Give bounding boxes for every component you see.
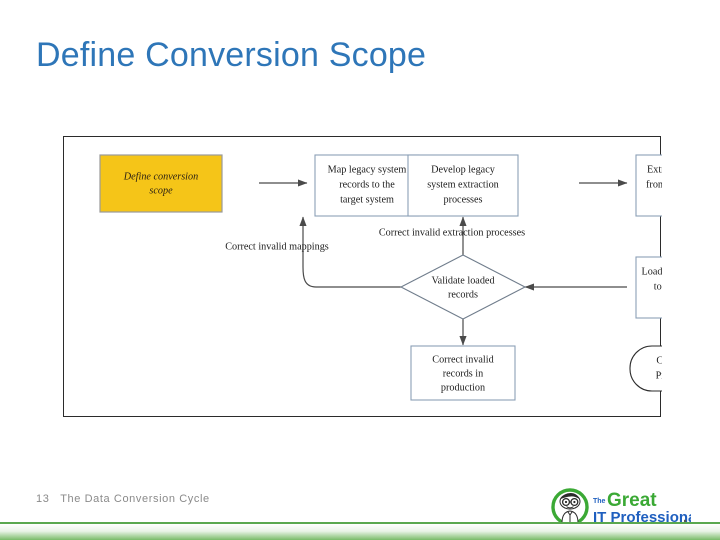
footer-divider-rule xyxy=(0,522,720,524)
node-correct-invalid-records-production-line-1: Correct invalid xyxy=(432,354,493,365)
logo-it-professional-text: IT Professional xyxy=(593,509,691,526)
node-develop-extraction-processes-line-1: Develop legacy xyxy=(431,164,496,175)
diagram-frame: Define conversion scope Map legacy syste… xyxy=(63,136,662,417)
node-define-conversion-scope-line-1: Define conversion xyxy=(123,171,198,182)
node-develop-extraction-processes-line-3: processes xyxy=(443,194,482,205)
node-develop-extraction-processes[interactable]: Develop legacy system extraction process… xyxy=(407,154,519,217)
node-validate-loaded-records-line-2: records xyxy=(448,289,478,300)
node-define-conversion-scope-line-2: scope xyxy=(149,185,173,196)
node-correct-invalid-records-production-line-3: production xyxy=(441,382,485,393)
node-correct-invalid-records-production-line-2: records in xyxy=(443,368,483,379)
logo-period: . xyxy=(683,509,687,526)
footer-gradient-band xyxy=(0,524,720,540)
node-load-data-records-line-2: to the target xyxy=(654,281,662,292)
node-map-legacy-records-line-1: Map legacy system xyxy=(328,164,407,175)
node-load-data-records[interactable]: Load data records to the target system xyxy=(635,256,662,319)
node-cutover-to-production-line-1: Cutover to xyxy=(656,355,662,366)
node-map-legacy-records-line-3: target system xyxy=(340,194,394,205)
node-correct-invalid-records-production[interactable]: Correct invalid records in production xyxy=(410,345,516,401)
node-map-legacy-records-line-2: records to the xyxy=(339,179,395,190)
node-validate-loaded-records[interactable]: Validate loaded records xyxy=(399,254,527,320)
edge-label-correct-invalid-extraction-processes: Correct invalid extraction processes xyxy=(379,227,525,238)
page-title: Define Conversion Scope xyxy=(36,36,427,74)
edge-validate-to-map xyxy=(299,216,401,288)
edge-label-correct-invalid-mappings: Correct invalid mappings xyxy=(225,241,329,252)
footer-slide-label: 13 The Data Conversion Cycle xyxy=(36,493,210,505)
brand-logo: The Great IT Professional . xyxy=(551,488,691,526)
node-cutover-to-production-line-2: Production xyxy=(656,370,662,381)
node-extract-records-line-2: from the legacy xyxy=(646,179,662,190)
node-develop-extraction-processes-line-2: system extraction xyxy=(427,179,499,190)
node-cutover-to-production[interactable]: Cutover to Production xyxy=(629,345,662,392)
node-define-conversion-scope[interactable]: Define conversion scope xyxy=(99,154,223,213)
node-validate-loaded-records-line-1: Validate loaded xyxy=(431,275,494,286)
node-load-data-records-line-1: Load data records xyxy=(642,266,662,277)
logo-mascot-icon xyxy=(551,488,589,526)
node-map-legacy-records[interactable]: Map legacy system records to the target … xyxy=(314,154,420,217)
node-extract-records-line-1: Extract records xyxy=(647,164,662,175)
logo-great-text: Great xyxy=(607,490,657,511)
logo-the-text: The xyxy=(593,498,606,505)
node-extract-records[interactable]: Extract records from the legacy system xyxy=(635,154,662,217)
conversion-cycle-flowchart: Define conversion scope Map legacy syste… xyxy=(99,154,662,401)
